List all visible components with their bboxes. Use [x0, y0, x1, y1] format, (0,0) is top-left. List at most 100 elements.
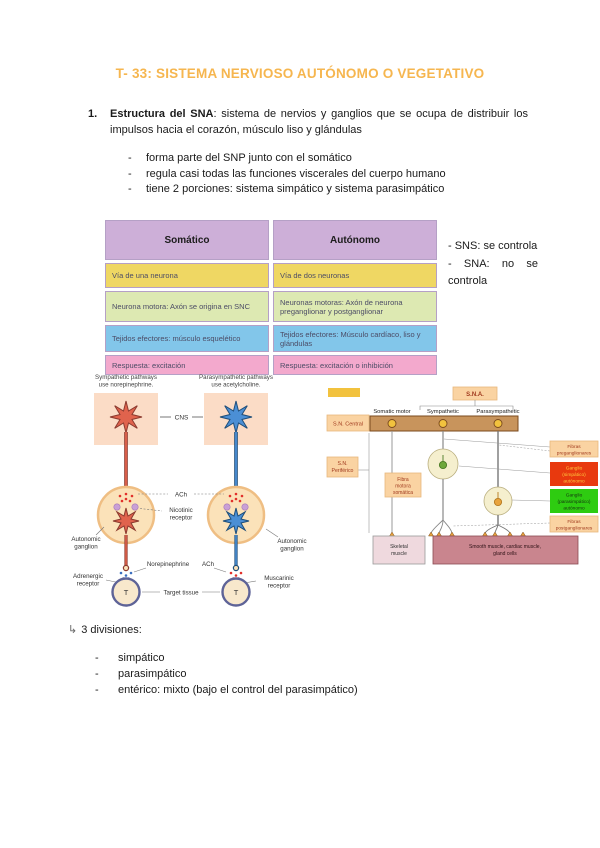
ganglio-simpatico-box: [550, 462, 598, 486]
table-header-autonomo: Autónomo: [273, 220, 437, 260]
list-item: - entérico: mixto (bajo el control del p…: [68, 682, 358, 698]
parasympathetic-title: Parasympathetic pathways: [199, 374, 273, 381]
nicotinic-receptor-bump: [241, 503, 249, 511]
table-cell: Vía de una neurona: [105, 263, 269, 288]
postganglionic-neuron-parasympathetic: [222, 507, 250, 535]
list-item: - simpático: [68, 650, 358, 666]
divisions-heading-text: 3 divisiones:: [81, 624, 142, 636]
smooth-muscle-box: [432, 535, 579, 565]
leader-line: [511, 499, 551, 502]
list-item: - tiene 2 porciones: sistema simpático y…: [88, 182, 528, 198]
target-letter: T: [234, 588, 239, 597]
muscarinic-receptor-label: Muscarinic: [264, 575, 294, 582]
norepinephrine-label: Norepinephrine: [147, 561, 190, 568]
skeletal-muscle-box: [372, 535, 426, 565]
sn-central-label: S.N. Central: [333, 422, 363, 428]
table-cell: Respuesta: excitación: [105, 355, 269, 375]
dash-marker: -: [95, 668, 99, 680]
preganglionic-neuron-parasympathetic: [219, 400, 253, 434]
adrenergic-receptor-label: Adrenergic: [73, 573, 103, 580]
list-item: - regula casi todas las funciones viscer…: [88, 167, 528, 183]
axon-terminal-left: [122, 564, 130, 572]
ach-lower-label: ACh: [202, 561, 215, 568]
table-row: Vía de una neurona Vía de dos neuronas: [105, 263, 437, 288]
leader-line: [139, 508, 163, 512]
cns-label: CNS: [175, 415, 189, 422]
fibras-postganglionares-label: postganglionares: [556, 526, 593, 532]
fibre-branch: [497, 524, 511, 534]
nicotinic-receptor-bump: [223, 503, 231, 511]
section-number: 1.: [88, 108, 98, 120]
ganglio-parasimpatico-label: (parasimpático): [557, 499, 590, 505]
section-heading: Estructura del SNA: [110, 108, 214, 120]
table-row: Neurona motora: Axón se origina en SNC N…: [105, 291, 437, 322]
ach-dots-right: [228, 492, 244, 503]
skeletal-muscle-label: Skeletal: [390, 544, 408, 550]
soma-sympathetic: [438, 419, 448, 428]
fibra-motora-label: motora: [395, 484, 411, 490]
table-row: Tejidos efectores: músculo esquelético T…: [105, 325, 437, 352]
leader-line: [443, 438, 551, 448]
parasympathetic-title: use acetylcholine.: [211, 382, 260, 389]
ganglio-simpatico-label: Ganglio: [566, 466, 583, 472]
adrenergic-receptor-label: receptor: [77, 581, 100, 588]
fibre-branch: [442, 519, 453, 534]
column-somatic-motor: Somatic motor: [373, 409, 410, 415]
list-item: - parasimpático: [68, 666, 358, 682]
ganglio-simpatico-label: (simpático): [562, 472, 586, 478]
fibras-preganglionares-label: Fibras: [567, 444, 581, 450]
dash-marker: -: [128, 167, 132, 180]
leader-line: [498, 444, 551, 452]
return-arrow-icon: ↳: [68, 624, 78, 636]
sympathetic-title: Sympathetic pathways: [95, 374, 157, 381]
comparison-table: Somático Autónomo Vía de una neurona Vía…: [105, 220, 437, 378]
list-item-text: forma parte del SNP junto con el somátic…: [146, 152, 352, 164]
nicotinic-receptor-label: Nicotinic: [169, 507, 192, 514]
column-sympathetic: Sympathetic: [427, 409, 459, 415]
side-note-line: - SNS: se controla: [448, 240, 538, 252]
axon-terminal-right: [232, 564, 240, 572]
section-body: : sistema de nervios y ganglios que se o…: [110, 108, 528, 136]
table-cell: Tejidos efectores: Músculo cardíaco, lis…: [273, 325, 437, 352]
dash-marker: -: [128, 152, 132, 164]
list-item-text: simpático: [118, 652, 165, 664]
table-cell: Tejidos efectores: músculo esquelético: [105, 325, 269, 352]
fibras-preganglionares-box: [549, 440, 599, 458]
list-item-text: regula casi todas las funciones visceral…: [146, 167, 446, 180]
divisions-section: ↳3 divisiones: - simpático - parasimpáti…: [68, 622, 358, 698]
soma-somatic: [387, 419, 397, 428]
section-lead: 1. Estructura del SNA: sistema de nervios…: [88, 107, 528, 138]
parasympathetic-ganglion-neuron: [493, 497, 503, 507]
target-tissue-label: Target tissue: [163, 590, 199, 597]
ach-dots-left: [118, 492, 134, 503]
fibre-branch: [430, 519, 444, 534]
ganglio-parasimpatico-label: autónomo: [563, 506, 585, 512]
sn-periferico-label: S.N.: [337, 461, 347, 467]
section-bullets: - forma parte del SNP junto con el somát…: [88, 151, 528, 198]
fibras-postganglionares-box: [549, 515, 599, 533]
soma-parasympathetic: [493, 419, 503, 428]
fibre-branch: [484, 524, 499, 534]
dash-marker: -: [128, 183, 132, 195]
muscarinic-receptor-label: receptor: [268, 583, 291, 590]
nicotinic-receptor-label: receptor: [170, 515, 193, 522]
target-letter: T: [124, 588, 129, 597]
autonomic-ganglion-label-right: Autonomic: [277, 538, 306, 545]
sn-periferico-box: [326, 456, 359, 478]
side-note-line: - SNA: no se controla: [448, 257, 538, 288]
fibra-motora-label: Fibra: [397, 477, 409, 483]
ganglio-parasimpatico-box: [550, 489, 598, 513]
skeletal-muscle-label: muscle: [391, 551, 407, 557]
table-header-somatico: Somático: [105, 220, 269, 260]
synapse-terminals: [389, 531, 526, 537]
pathway-diagram: Sympathetic pathways use norepinephrine.…: [71, 374, 307, 607]
nicotinic-receptor-bump: [131, 503, 139, 511]
autonomic-ganglion-label-left: ganglion: [74, 544, 98, 551]
table-header-row: Somático Autónomo: [105, 220, 437, 260]
section-estructura: 1. Estructura del SNA: sistema de nervios…: [88, 107, 528, 198]
postganglionic-neuron-sympathetic: [112, 507, 140, 535]
sn-periferico-label: Periférico: [332, 468, 354, 474]
dash-marker: -: [95, 652, 99, 664]
list-item: - forma parte del SNP junto con el somát…: [88, 151, 528, 167]
fibra-motora-box: [384, 472, 422, 498]
